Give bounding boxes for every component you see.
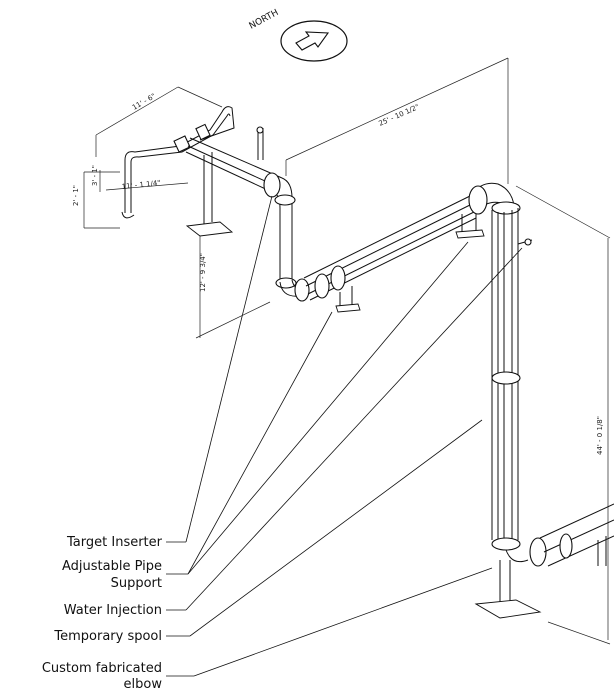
label-water-injection: Water Injection <box>64 603 162 618</box>
leader-lines <box>166 195 523 677</box>
label-custom-fabricated-elbow-line2: elbow <box>124 677 163 692</box>
north-compass: NORTH <box>248 8 348 62</box>
top-pipe-run <box>185 126 310 302</box>
compass-ring <box>280 20 348 62</box>
label-target-inserter: Target Inserter <box>66 535 163 550</box>
dim-2-1: 2' - 1" <box>72 185 80 206</box>
label-adjustable-pipe-support-line2: Support <box>111 576 162 591</box>
label-temporary-spool: Temporary spool <box>53 629 162 644</box>
dim-3-1: 3' - 1" <box>91 165 99 186</box>
dimension-lines: 11' - 6" 25' - 10 1/2" 2' - 1" 3' - 1" 1… <box>72 57 611 645</box>
callout-labels: Target Inserter Adjustable Pipe Support … <box>42 535 163 692</box>
dim-11-1: 11' - 1 1/4" <box>121 179 161 191</box>
north-label: NORTH <box>248 8 281 32</box>
tall-riser <box>468 182 614 619</box>
north-arrow-icon <box>295 31 330 51</box>
upper-left-assembly <box>121 106 235 237</box>
label-custom-fabricated-elbow-line1: Custom fabricated <box>42 661 162 676</box>
dim-44-0: 44' - 0 1/8" <box>596 416 604 455</box>
dim-12-9: 12' - 9 3/4" <box>199 253 207 292</box>
label-adjustable-pipe-support-line1: Adjustable Pipe <box>62 559 162 574</box>
middle-pipe-run <box>303 195 485 313</box>
